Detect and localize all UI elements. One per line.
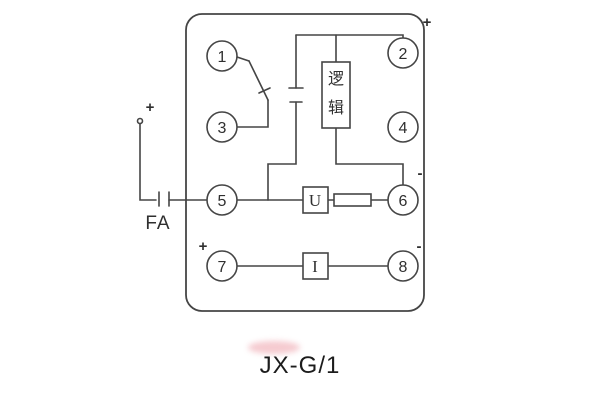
terminal-2-circle: [387, 37, 419, 69]
switch-blade: [248, 60, 269, 101]
terminal-2-label: 2: [399, 46, 408, 63]
wire-terminal3-lead: [236, 99, 269, 128]
terminal7-polarity-mark: +: [199, 238, 208, 255]
terminal-2: 2: [387, 37, 419, 69]
terminal6-polarity-mark: -: [418, 165, 423, 182]
logic-box-label: 逻辑: [327, 71, 344, 117]
external-terminal-dot: [136, 117, 144, 125]
terminal-5: 5: [206, 184, 238, 216]
terminal-6-circle: [387, 184, 419, 216]
terminal8-polarity-mark: -: [417, 238, 422, 255]
current-box: [302, 252, 329, 280]
logic-box: [321, 61, 351, 129]
terminal-1-circle: [206, 40, 238, 72]
external-positive-mark: +: [146, 99, 155, 116]
terminal-5-label: 5: [218, 193, 227, 210]
terminal-3: 3: [206, 111, 238, 143]
terminal-5-circle: [206, 184, 238, 216]
switch-blade-tick: [258, 87, 271, 94]
resistor: [333, 193, 372, 207]
voltage-box-label: U: [309, 191, 321, 210]
terminal-8-circle: [387, 250, 419, 282]
terminal-1-label: 1: [218, 49, 227, 66]
terminal-7-label: 7: [218, 259, 227, 276]
terminal-3-label: 3: [218, 120, 227, 137]
terminal-3-circle: [206, 111, 238, 143]
terminal-1: 1: [206, 40, 238, 72]
wire-contact-to-bus: [267, 101, 297, 201]
relay-enclosure-outline: [185, 13, 425, 312]
terminal-8: 8: [387, 250, 419, 282]
watermark-smudge: [248, 341, 300, 354]
terminal-7-circle: [206, 250, 238, 282]
terminal-4-circle: [387, 111, 419, 143]
terminal-6-label: 6: [399, 193, 408, 210]
wiring: [236, 34, 404, 267]
external-fa-circuit: + FA: [136, 99, 208, 234]
current-box-label: I: [312, 257, 318, 276]
terminal-4: 4: [387, 111, 419, 143]
voltage-box: [302, 186, 329, 214]
wire-terminal1-lead: [236, 56, 250, 62]
terminal2-polarity-mark: +: [423, 14, 432, 31]
terminal-6: 6: [387, 184, 419, 216]
fa-label: FA: [145, 213, 170, 234]
wire-external-lead: [139, 123, 157, 201]
terminal-8-label: 8: [399, 259, 408, 276]
diagram-title: JX-G/1: [259, 352, 341, 379]
wire-top-rail: [295, 34, 404, 39]
wire-logic-to-terminal6: [335, 127, 404, 186]
terminal-7: 7: [206, 250, 238, 282]
terminal-4-label: 4: [399, 120, 408, 137]
